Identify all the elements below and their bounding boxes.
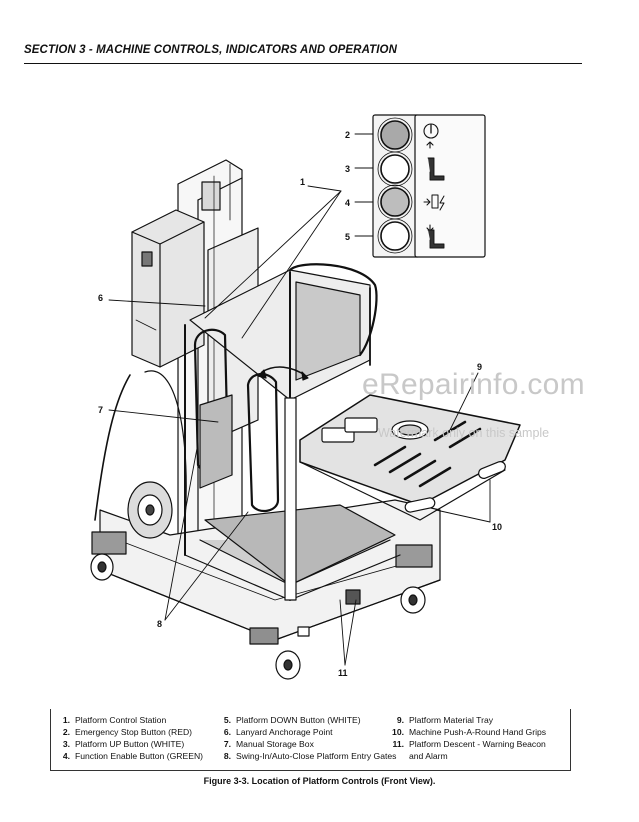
up-arrow-icon [426,141,434,149]
legend: 1.Platform Control Station 2.Emergency S… [50,709,571,771]
figure-caption: Figure 3-3. Location of Platform Control… [203,776,436,786]
legend-item: 1.Platform Control Station [62,715,167,725]
platform-basket [184,263,401,601]
legend-item: 5.Platform DOWN Button (WHITE) [223,715,361,725]
callout-5: 5 [345,232,350,242]
machine-illustration: 1 2 3 4 5 6 7 8 9 10 11 [90,114,521,680]
callout-7: 7 [98,405,103,415]
watermark-site: eRepairinfo.com [362,368,585,401]
header-rule [24,63,582,64]
section-title: SECTION 3 - MACHINE CONTROLS, INDICATORS… [24,44,397,56]
legend-item: 11.Platform Descent - Warning Beacon [392,739,546,749]
legend-item: 2.Emergency Stop Button (RED) [62,727,193,737]
callout-10: 10 [492,522,502,532]
function-enable-button [380,187,410,217]
power-symbol-icon [423,123,439,139]
control-station-box [131,209,205,368]
watermark-note: Watermark only on this sample [378,426,550,440]
legend-column-3: 9.Platform Material Tray 10.Machine Push… [392,714,546,762]
platform-up-button [380,154,410,184]
leader-lines [108,133,491,666]
legend-item: 4.Function Enable Button (GREEN) [62,751,204,761]
callout-4: 4 [345,198,350,208]
callout-3: 3 [345,164,350,174]
callout-6: 6 [98,293,103,303]
mast-wheel [94,370,187,539]
emergency-stop-button [380,120,410,150]
platform-down-button [380,221,410,251]
callout-8: 8 [157,619,162,629]
legend-item: 9.Platform Material Tray [396,715,494,725]
legend-item: 3.Platform UP Button (WHITE) [62,739,185,749]
callout-2: 2 [345,130,350,140]
callout-9: 9 [477,362,482,372]
platform-up-icon [427,157,445,181]
legend-item: 10.Machine Push-A-Round Hand Grips [392,727,547,737]
legend-item: and Alarm [409,751,448,761]
material-tray [299,394,521,605]
callout-11: 11 [338,668,348,678]
callout-1: 1 [300,177,305,187]
enable-icon [431,194,439,209]
legend-column-2: 5.Platform DOWN Button (WHITE) 6.Lanyard… [219,714,397,762]
platform-down-icon [427,229,445,249]
legend-item: 6.Lanyard Anchorage Point [223,727,333,737]
control-panel-inset [372,114,486,258]
legend-column-1: 1.Platform Control Station 2.Emergency S… [58,714,203,762]
legend-item: 7.Manual Storage Box [223,739,314,749]
legend-item: 8.Swing-In/Auto-Close Platform Entry Gat… [223,751,397,761]
